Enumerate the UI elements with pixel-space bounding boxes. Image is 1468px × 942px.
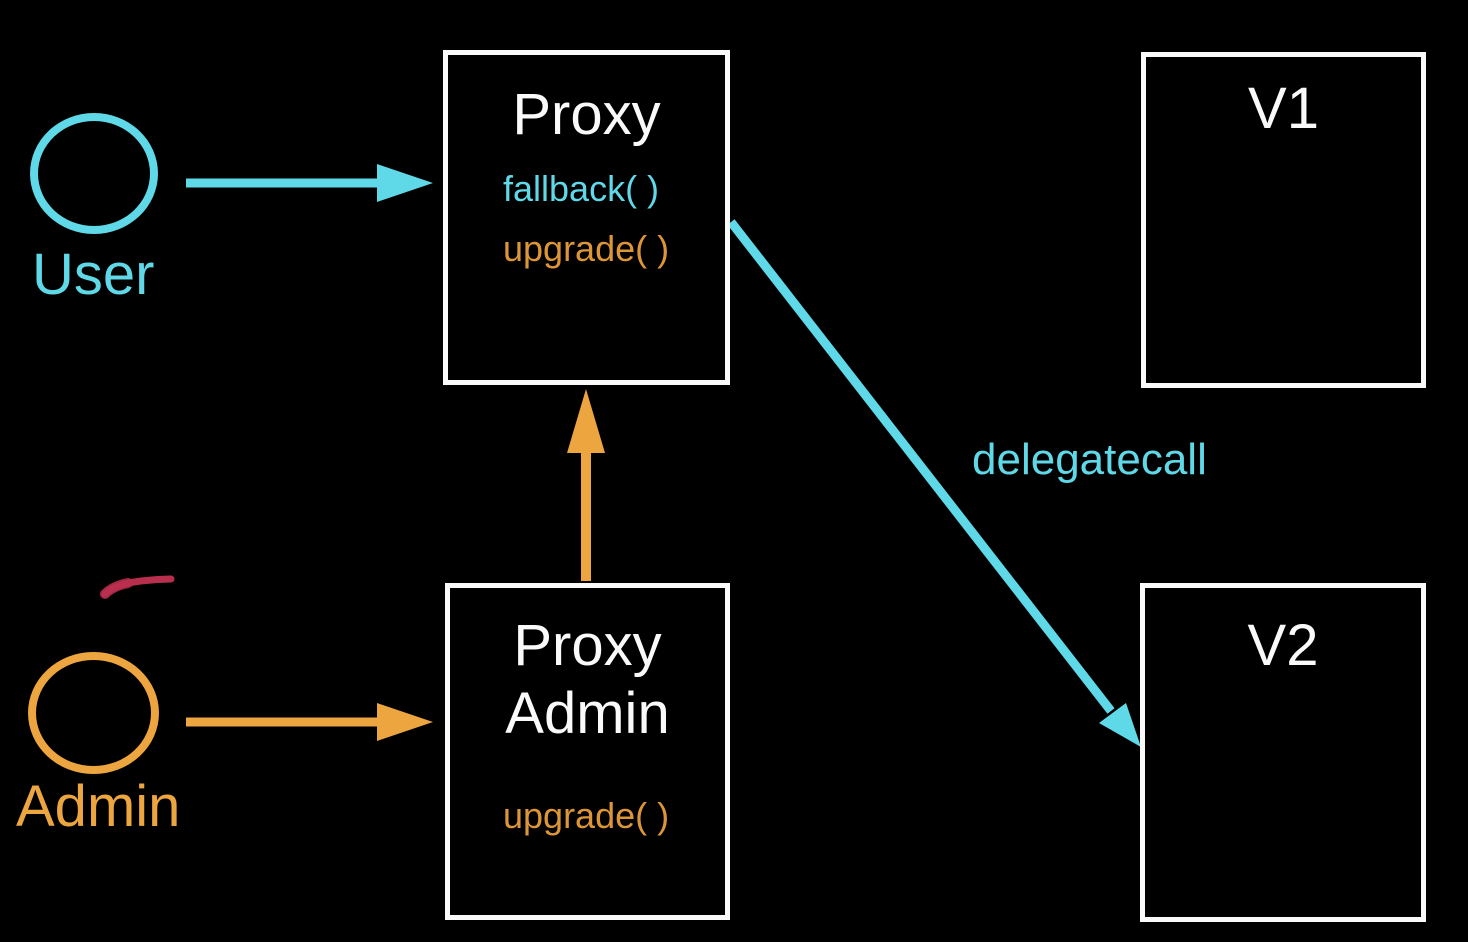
arrow-proxy-to-v2 bbox=[727, 219, 1141, 747]
arrow-proxy-admin-to-proxy bbox=[567, 389, 605, 581]
proxy-admin-title: Proxy Admin bbox=[450, 588, 725, 748]
v1-title: V1 bbox=[1248, 76, 1319, 141]
user-circle bbox=[30, 113, 158, 234]
red-pen-mark bbox=[100, 575, 175, 599]
v2-box: V2 bbox=[1140, 583, 1426, 922]
delegatecall-label: delegatecall bbox=[972, 435, 1207, 484]
admin-label: Admin bbox=[16, 774, 181, 839]
proxy-box: Proxy fallback( ) upgrade( ) bbox=[443, 50, 730, 385]
arrow-user-to-proxy bbox=[186, 164, 433, 202]
proxy-admin-title-line1: Proxy bbox=[513, 613, 662, 678]
admin-circle bbox=[28, 652, 159, 774]
proxy-admin-method-upgrade: upgrade( ) bbox=[503, 795, 670, 836]
user-label: User bbox=[32, 242, 155, 307]
arrow-admin-to-proxy-admin bbox=[186, 703, 433, 741]
proxy-admin-box: Proxy Admin upgrade( ) bbox=[445, 583, 730, 920]
v1-box: V1 bbox=[1141, 52, 1426, 388]
proxy-method-fallback: fallback( ) bbox=[503, 168, 660, 209]
proxy-admin-title-line2: Admin bbox=[505, 680, 670, 746]
proxy-title: Proxy bbox=[512, 82, 661, 147]
proxy-method-upgrade: upgrade( ) bbox=[503, 228, 670, 269]
v2-title: V2 bbox=[1247, 613, 1319, 678]
